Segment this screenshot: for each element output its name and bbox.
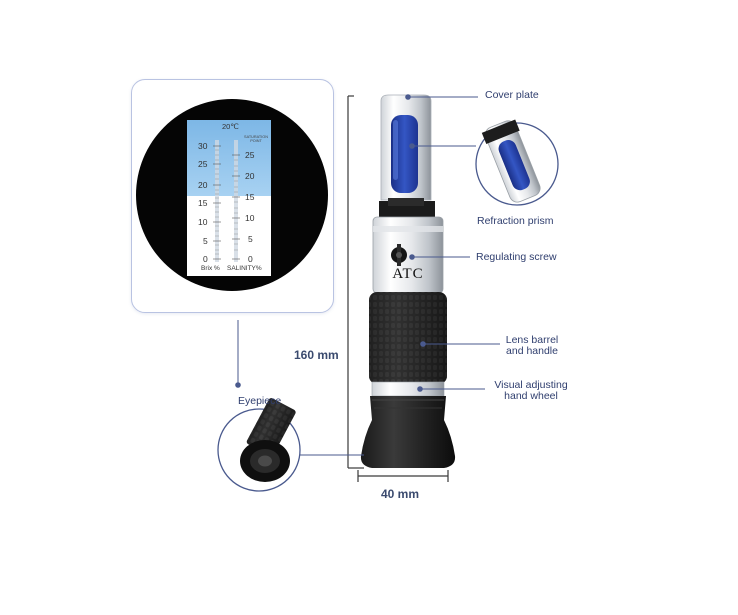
salinity-tick-label: 5	[248, 234, 253, 244]
label-visual-adjusting-line2: hand wheel	[504, 390, 558, 402]
callout-lines	[235, 94, 500, 456]
minor-ticks	[215, 149, 238, 255]
label-regulating-screw: Regulating screw	[476, 251, 557, 263]
eyepiece-zoom	[217, 398, 301, 492]
scale-view	[136, 99, 328, 291]
refractometer	[360, 94, 456, 468]
label-lens-barrel: Lens barrel and handle	[496, 335, 568, 357]
salinity-tick-label: 20	[245, 171, 255, 181]
brix-tick-label: 0	[203, 254, 208, 264]
salinity-tick-label: 25	[245, 150, 255, 160]
height-dimension	[347, 95, 364, 469]
eyepiece-cup	[360, 396, 456, 468]
salinity-label: SALINITY%	[227, 265, 262, 272]
temperature-label: 20℃	[222, 122, 239, 131]
salinity-ticks	[232, 154, 240, 260]
label-eyepiece: Eyepiece	[238, 395, 282, 407]
brix-tick-label: 20	[198, 180, 208, 190]
brix-tick-label: 25	[198, 159, 208, 169]
brix-scale-bar	[215, 140, 219, 262]
label-lens-barrel-line1: Lens barrel	[505, 334, 559, 346]
atc-marking: ATC	[392, 266, 424, 282]
brix-tick-label: 5	[203, 236, 208, 246]
salinity-scale-bar	[234, 140, 238, 262]
saturation-line2: POINT	[250, 139, 262, 143]
height-dimension-label: 160 mm	[294, 348, 339, 362]
brix-label: Brix %	[201, 265, 220, 272]
salinity-tick-label: 15	[245, 192, 255, 202]
saturation-line1: SATURATION	[244, 135, 268, 139]
brix-tick-label: 15	[198, 198, 208, 208]
label-cover-plate: Cover plate	[485, 89, 539, 101]
label-refraction-prism: Refraction prism	[477, 215, 554, 227]
width-dimension	[357, 470, 449, 482]
salinity-tick-label: 0	[248, 254, 253, 264]
saturation-label: SATURATION POINT	[241, 135, 271, 143]
label-visual-adjusting-line1: Visual adjusting	[494, 379, 568, 391]
salinity-tick-label: 10	[245, 213, 255, 223]
label-lens-barrel-line2: and handle	[506, 345, 558, 357]
width-dimension-label: 40 mm	[381, 487, 420, 501]
brix-tick-label: 30	[198, 141, 208, 151]
label-visual-adjusting: Visual adjusting hand wheel	[485, 380, 577, 402]
prism-zoom	[475, 119, 559, 206]
scale-white-field	[187, 196, 271, 276]
scale-blue-field	[187, 120, 271, 197]
brix-tick-label: 10	[198, 217, 208, 227]
brix-ticks	[213, 145, 221, 260]
